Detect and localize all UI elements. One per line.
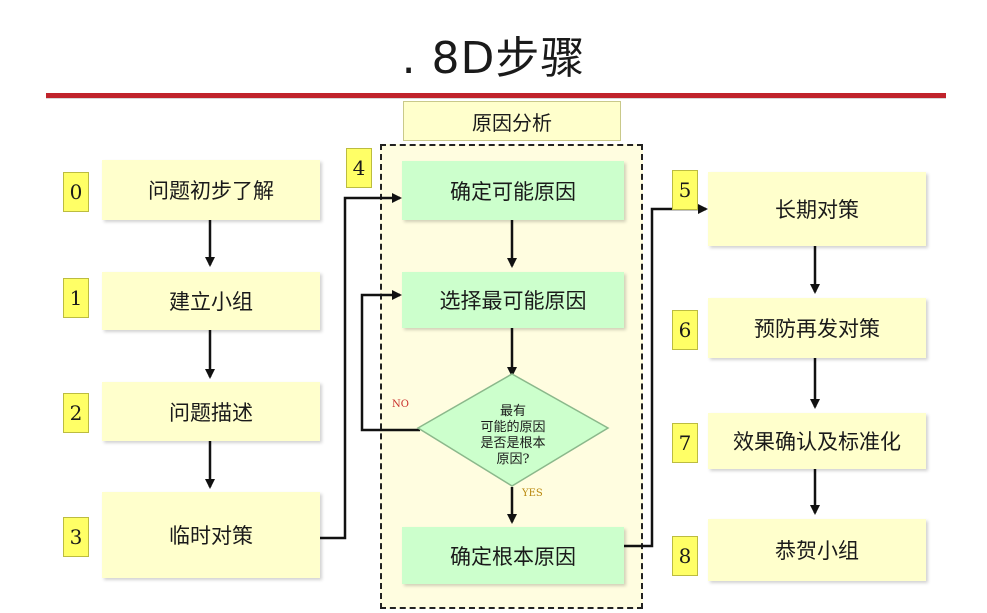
step-number-4: 4 xyxy=(346,148,372,188)
step-number-7: 7 xyxy=(672,423,698,463)
decision-diamond xyxy=(416,373,610,487)
step-box-7: 效果确认及标准化 xyxy=(708,413,926,469)
decision-line-4: 原因? xyxy=(496,452,530,467)
step-number-2: 2 xyxy=(63,393,89,433)
step-box-2: 问题描述 xyxy=(102,382,320,441)
step-number-1: 1 xyxy=(63,278,89,318)
decision-line-2: 可能的原因 xyxy=(480,420,546,435)
step-number-6: 6 xyxy=(672,310,698,350)
arrow-3-4 xyxy=(320,193,402,540)
decision-line-3: 是否是根本 xyxy=(480,436,546,451)
yes-label: YES xyxy=(522,488,543,499)
step-box-0: 问题初步了解 xyxy=(102,160,320,220)
cause-box-most-likely: 选择最可能原因 xyxy=(402,272,624,328)
title-underline-shadow xyxy=(46,98,946,99)
step-box-8: 恭贺小组 xyxy=(708,519,926,581)
no-label: NO xyxy=(392,399,409,410)
section-header: 原因分析 xyxy=(403,101,621,141)
page-title: . 8D步骤 xyxy=(401,33,586,84)
cause-box-root: 确定根本原因 xyxy=(402,527,624,584)
step-box-1: 建立小组 xyxy=(102,272,320,330)
step-box-5: 长期对策 xyxy=(708,172,926,246)
step-number-3: 3 xyxy=(63,517,89,557)
title-underline xyxy=(46,93,946,98)
arrow-no-loop xyxy=(360,290,420,432)
step-number-0: 0 xyxy=(63,172,89,212)
step-box-6: 预防再发对策 xyxy=(708,298,926,358)
cause-box-possible: 确定可能原因 xyxy=(402,161,624,220)
decision-text: 最有 可能的原因 是否是根本 原因? xyxy=(440,390,586,482)
arrow-4-5 xyxy=(624,204,708,548)
step-number-5: 5 xyxy=(672,170,698,210)
decision-line-1: 最有 xyxy=(499,404,526,419)
step-number-8: 8 xyxy=(672,536,698,576)
step-box-3: 临时对策 xyxy=(102,492,320,578)
